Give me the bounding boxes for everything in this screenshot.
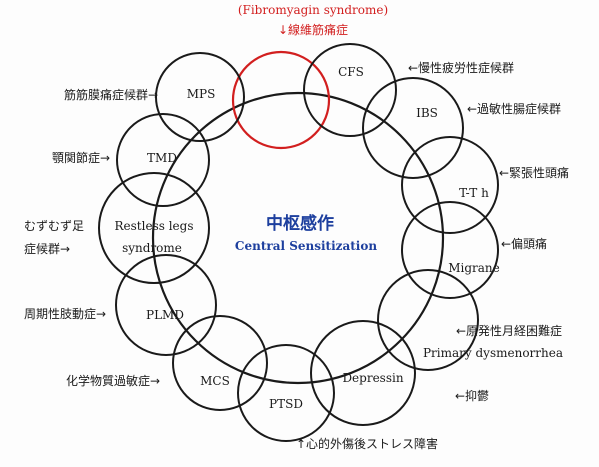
node-circle-cfs <box>303 43 397 137</box>
center-label-en: Central Sensitization <box>235 239 377 253</box>
central-ellipse <box>151 91 445 385</box>
node-label-ptsd: PTSD <box>269 397 303 411</box>
annotation-cfs: ←慢性疲労性症候群 <box>408 60 514 75</box>
node-label-migrane: Migrane <box>448 261 500 275</box>
node-label-plmd: PLMD <box>146 308 184 322</box>
node-circle-mcs <box>172 315 268 411</box>
annotation-mps: 筋筋膜痛症候群→ <box>64 87 158 102</box>
node-circle-depress <box>310 320 416 426</box>
node-label-cfs: CFS <box>338 65 364 79</box>
annotation-rls-2: 症候群→ <box>24 241 70 256</box>
node-circle-migrane <box>401 201 499 299</box>
annotation-tth: ←緊張性頭痛 <box>499 165 569 180</box>
node-circle-tmd <box>116 113 210 207</box>
annotation-tmd: 顎関節症→ <box>52 150 110 165</box>
node-label-depress: Depressin <box>342 371 403 385</box>
annotation-rls-1: むずむず足 <box>24 219 84 233</box>
node-label-mcs: MCS <box>200 374 230 388</box>
node-label-tmd: TMD <box>147 151 177 165</box>
node-circle-dysmen <box>377 269 479 371</box>
node-label-mps: MPS <box>187 87 216 101</box>
node-circle-ptsd <box>237 344 335 442</box>
node-circle-rls <box>98 172 210 284</box>
node-label-ibs: IBS <box>416 106 438 120</box>
node-label-rls-2: syndrome <box>122 241 182 255</box>
node-label-rls-1: Restless legs <box>115 219 194 233</box>
annotation-plmd: 周期性肢動症→ <box>24 306 106 321</box>
annotation-mcs: 化学物質過敏症→ <box>66 373 160 388</box>
title-fibromyalgia: (Fibromyagin syndrome) <box>238 3 388 17</box>
node-circle-ibs <box>362 77 464 179</box>
annotation-ibs: ←過敏性腸症候群 <box>467 101 561 116</box>
annotation-dysmen: ←原発性月経困難症 <box>456 323 562 338</box>
title-fibromyalgia-jp: ↓線維筋痛症 <box>278 22 348 37</box>
node-circle-mps <box>155 52 245 142</box>
annotation-depress: ←抑鬱 <box>455 388 489 403</box>
center-label-jp: 中枢感作 <box>266 213 334 234</box>
node-circle-plmd <box>115 254 217 356</box>
annotation-migrane: ←偏頭痛 <box>501 236 547 251</box>
node-label-dysmen: Primary dysmenorrhea <box>423 346 563 360</box>
node-circle-tth <box>401 136 499 234</box>
node-label-tth: T-T h <box>459 186 489 200</box>
node-circle-fms <box>231 50 331 150</box>
annotation-ptsd: ↑心的外傷後ストレス障害 <box>296 436 438 451</box>
